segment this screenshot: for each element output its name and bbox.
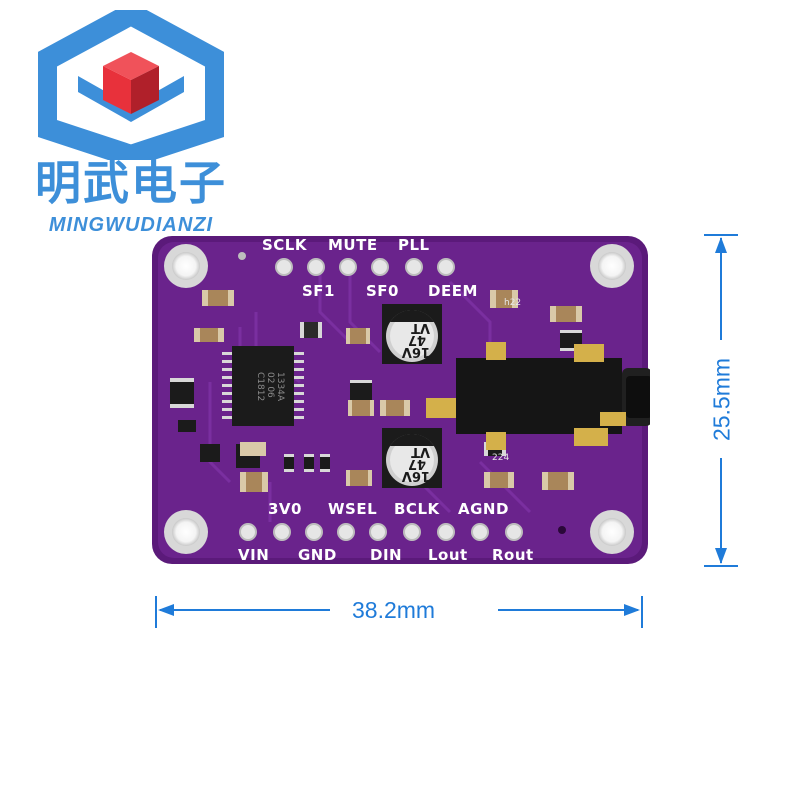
3.5mm-audio-jack-icon: [426, 342, 650, 450]
pin-label-rout: Rout: [492, 546, 534, 564]
smd-marking-224: 224: [492, 453, 509, 463]
chip-marking-2: 02 06: [265, 372, 275, 398]
pcb-board: 1334A 02 06 C1812 h22 224 4: [152, 236, 650, 564]
svg-text:47: 47: [408, 456, 426, 471]
svg-text:VT: VT: [411, 444, 430, 459]
capacitor-top: 47 16V VT: [382, 304, 442, 364]
capacitor-bottom: 47 16V VT: [382, 428, 442, 488]
pin-label-3v0: 3V0: [268, 500, 302, 518]
pin-label-mute: MUTE: [328, 236, 378, 254]
mounting-holes: [164, 244, 634, 554]
pin-label-sclk: SCLK: [262, 236, 307, 254]
logo-english-text: MINGWUDIANZI: [48, 214, 214, 236]
pin-label-din: DIN: [370, 546, 403, 564]
logo-chinese-text: 明武电子: [35, 156, 227, 210]
svg-text:16V: 16V: [402, 344, 430, 359]
svg-text:VT: VT: [411, 320, 430, 335]
cube-logo-icon: [38, 10, 224, 160]
svg-text:16V: 16V: [402, 468, 430, 483]
svg-text:47: 47: [408, 332, 426, 347]
pin-label-agnd: AGND: [458, 500, 509, 518]
pin-label-sf1: SF1: [302, 282, 335, 300]
pin-label-pll: PLL: [398, 236, 430, 254]
pin-label-deem: DEEM: [428, 282, 478, 300]
pin-label-bclk: BCLK: [394, 500, 440, 518]
pin-label-wsel: WSEL: [328, 500, 378, 518]
pin-label-vin: VIN: [238, 546, 270, 564]
pin-label-gnd: GND: [298, 546, 337, 564]
chip-marking-1: 1334A: [275, 372, 285, 402]
dimension-height: 25.5mm: [708, 357, 735, 442]
dac-chip: 1334A 02 06 C1812: [222, 346, 304, 426]
chip-marking-3: C1812: [255, 372, 265, 401]
pin-label-sf0: SF0: [366, 282, 399, 300]
dimension-width: 38.2mm: [352, 597, 436, 623]
pin-label-lout: Lout: [428, 546, 468, 564]
smd-marking-h22: h22: [504, 298, 521, 308]
